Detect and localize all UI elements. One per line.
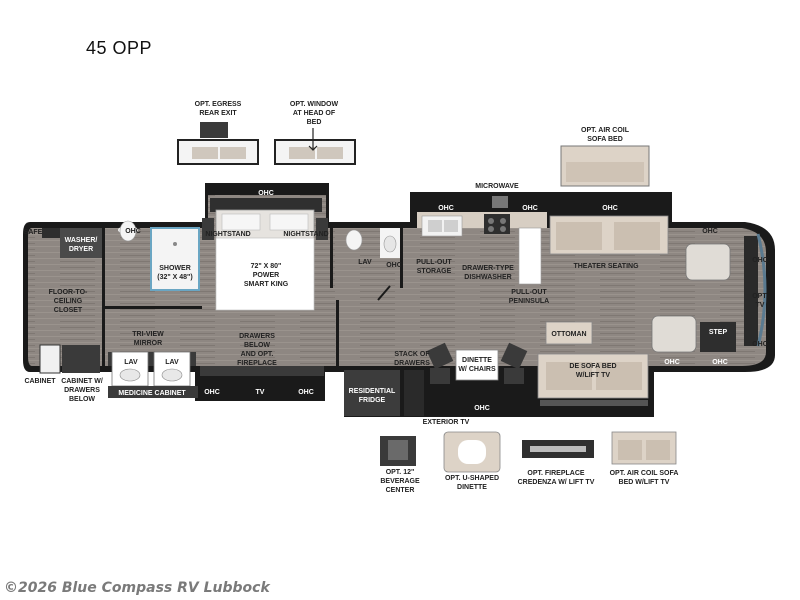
floorplan-body [23,183,775,417]
label-cabinet-drawers: CABINET W/ [61,378,103,385]
label-ohc: OHC [664,359,680,366]
label-ohc: OHC [386,262,402,269]
label-fireplace: CREDENZA W/ LIFT TV [518,479,595,486]
label-triview: TRI-VIEW [132,331,164,338]
peninsula [518,227,542,285]
opt-beverage-center [380,436,416,466]
label-ohc: OHC [204,389,220,396]
label-drawers: AND OPT. [241,351,274,358]
label-opt-egress: OPT. EGRESS [195,101,242,108]
label-air-coil-tv: OPT. AIR COIL SOFA [610,470,679,477]
label-bed: SMART KING [244,281,289,288]
label-microwave: MICROWAVE [475,183,519,190]
label-u-dinette: OPT. U-SHAPED [445,475,499,482]
label-bed: POWER [253,272,279,279]
label-dinette: W/ CHAIRS [458,366,496,373]
label-closet: CEILING [54,298,83,305]
label-bed: 72" X 80" [251,263,282,270]
label-beverage: BEVERAGE [380,478,420,485]
shower [150,227,200,291]
label-safe: SAFE [24,229,43,236]
residential-fridge [344,370,400,416]
label-nightstand: NIGHTSTAND [283,231,328,238]
label-medicine-cabinet: MEDICINE CABINET [118,390,186,397]
label-peninsula: PULL-OUT [511,289,547,296]
label-cabinet-drawers: BELOW [69,396,95,403]
labels: OPT. EGRESS REAR EXIT OPT. WINDOW AT HEA… [24,101,768,494]
label-fridge: RESIDENTIAL [349,388,396,395]
label-cabinet-drawers: DRAWERS [64,387,100,394]
watermark: ©2026 Blue Compass RV Lubbock [4,580,270,596]
dinette-table [455,349,499,381]
passenger-seat [685,243,731,281]
label-closet: CLOSET [54,307,83,314]
driver-seat [651,315,697,353]
label-exterior-tv: EXTERIOR TV [423,419,470,426]
opt-air-coil-sofa-lift-tv [611,431,677,465]
label-peninsula: PENINSULA [509,298,549,305]
page-title: 45 OPP [86,38,153,58]
label-closet: FLOOR-TO- [49,289,88,296]
label-dinette: DINETTE [462,357,492,364]
label-pullout-storage: PULL-OUT [416,259,452,266]
opt-air-coil-sofa-top [560,145,650,187]
label-de-sofa: DE SOFA BED [569,363,616,370]
label-opt-egress: REAR EXIT [199,110,237,117]
label-nightstand: NIGHTSTAND [205,231,250,238]
label-dishwasher: DRAWER-TYPE [462,265,514,272]
opt-window-head-of-bed [274,128,356,165]
label-theater: THEATER SEATING [573,263,639,270]
label-beverage: CENTER [386,487,415,494]
label-cabinet: CABINET [24,378,56,385]
label-shower: (32" X 48") [157,274,192,281]
label-u-dinette: DINETTE [457,484,487,491]
label-shower: SHOWER [159,265,191,272]
label-washer: WASHER/ [65,237,98,244]
label-ohc: OHC [602,205,618,212]
label-stack-drawers: DRAWERS [394,360,430,367]
label-pullout-storage: STORAGE [417,268,452,275]
label-fridge: FRIDGE [359,397,386,404]
label-ohc: OHC [125,228,141,235]
label-opt-tv: TV [756,302,765,309]
label-air-coil-tv: BED W/LIFT TV [619,479,670,486]
opt-u-shaped-dinette [443,431,501,473]
label-opt-tv: OPT. [752,293,768,300]
label-ohc: OHC [258,190,274,197]
label-drawers: DRAWERS [239,333,275,340]
label-opt-window: AT HEAD OF [293,110,336,117]
label-ottoman: OTTOMAN [551,331,586,338]
label-opt-air-coil: SOFA BED [587,136,623,143]
label-step: STEP [709,329,728,336]
label-drawers: FIREPLACE [237,360,277,367]
label-ohc: OHC [752,341,768,348]
label-ohc: OHC [298,389,314,396]
label-ohc: OHC [752,257,768,264]
label-ohc: OHC [474,405,490,412]
label-washer: DRYER [69,246,93,253]
label-triview: MIRROR [134,340,162,347]
ottoman [545,321,593,345]
opt-fireplace-credenza [522,440,594,458]
label-beverage: OPT. 12" [386,469,415,476]
label-fireplace: OPT. FIREPLACE [527,470,585,477]
label-opt-window: OPT. WINDOW [290,101,339,108]
label-ohc: OHC [522,205,538,212]
label-tv: TV [256,389,265,396]
opt-egress-exit [177,122,259,165]
label-ohc: OHC [712,359,728,366]
label-dishwasher: DISHWASHER [464,274,511,281]
label-lav: LAV [165,359,179,366]
label-de-sofa: W/LIFT TV [576,372,611,379]
label-drawers: BELOW [244,342,270,349]
label-ohc: OHC [438,205,454,212]
washer-dryer [60,228,102,258]
label-stack-drawers: STACK OF [394,351,430,358]
label-ohc: OHC [702,228,718,235]
label-lav: LAV [124,359,138,366]
label-lav: LAV [358,259,372,266]
label-opt-window: BED [307,119,322,126]
label-opt-air-coil: OPT. AIR COIL [581,127,630,134]
